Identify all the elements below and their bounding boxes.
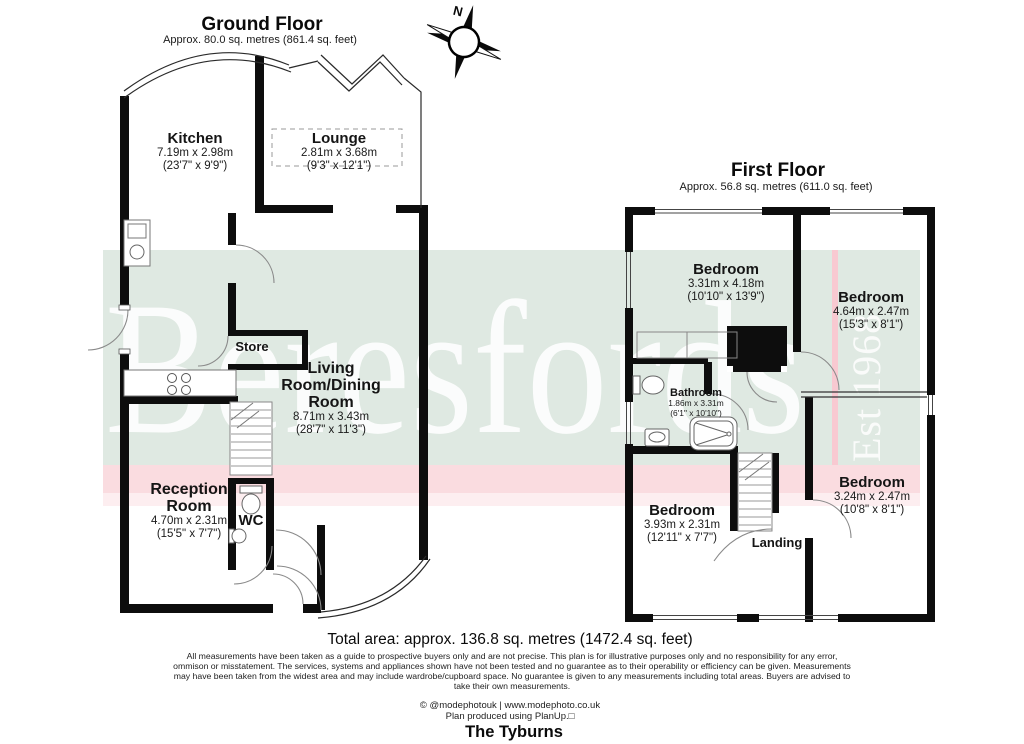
wc-toilet: [239, 485, 263, 515]
watermark-accent-line: [832, 250, 838, 465]
lounge-dashed-outline: [271, 128, 403, 167]
bathroom-basin: [644, 428, 670, 447]
room-label-bedroom-4: Bedroom 3.24m x 2.47m (10'8" x 8'1"): [833, 474, 911, 516]
ground-floor-subtitle: Approx. 80.0 sq. metres (861.4 sq. feet): [163, 34, 357, 46]
wc-basin: [228, 528, 247, 544]
watermark-pink-band-faint: [103, 493, 920, 506]
room-label-kitchen: Kitchen 7.19m x 2.98m (23'7" x 9'9"): [156, 130, 234, 172]
room-label-living-room: Living Room/Dining Room 8.71m x 3.43m (2…: [281, 360, 381, 436]
kitchen-hob: [123, 369, 237, 397]
room-label-bedroom-2: Bedroom 4.64m x 2.47m (15'3" x 8'1"): [832, 289, 910, 331]
compass-icon: N: [426, 3, 502, 79]
watermark-brand-text: Beresfords: [105, 264, 805, 474]
bathroom-shower: [689, 416, 738, 451]
first-floor-title: First Floor: [731, 160, 825, 181]
planup-credit: Plan produced using PlanUp.□: [445, 711, 575, 722]
property-name: The Tyburns: [465, 723, 563, 741]
ground-floor-stairs: [229, 401, 273, 476]
room-label-bathroom: Bathroom 1.86m x 3.31m (6'1" x 10'10"): [668, 387, 724, 418]
room-label-wc: WC: [238, 512, 264, 529]
bathroom-toilet: [632, 375, 665, 395]
room-label-lounge: Lounge 2.81m x 3.68m (9'3" x 12'1"): [300, 130, 378, 172]
room-label-bedroom-3: Bedroom 3.93m x 2.31m (12'11" x 7'7"): [643, 502, 721, 544]
total-area-text: Total area: approx. 136.8 sq. metres (14…: [327, 631, 693, 648]
compass-north-label: N: [452, 3, 465, 20]
ground-floor-plan: [87, 52, 431, 619]
disclaimer-text: All measurements have been taken as a gu…: [173, 651, 851, 691]
room-label-bedroom-1: Bedroom 3.31m x 4.18m (10'10" x 13'9"): [687, 261, 765, 303]
room-label-reception-room: Reception Room 4.70m x 2.31m (15'5" x 7'…: [150, 481, 228, 540]
room-label-store: Store: [235, 339, 269, 354]
first-floor-subtitle: Approx. 56.8 sq. metres (611.0 sq. feet): [679, 181, 873, 193]
room-label-landing: Landing: [751, 535, 803, 550]
photographer-credit: © @modephotouk | www.modephoto.co.uk: [419, 700, 601, 711]
first-floor-plan: [625, 207, 935, 622]
kitchen-sink-unit: [123, 219, 151, 267]
watermark-established-text: Est 1968: [844, 313, 889, 462]
wardrobe-outline: [636, 331, 738, 359]
first-floor-stairs: [737, 452, 773, 532]
ground-floor-title: Ground Floor: [201, 14, 323, 35]
